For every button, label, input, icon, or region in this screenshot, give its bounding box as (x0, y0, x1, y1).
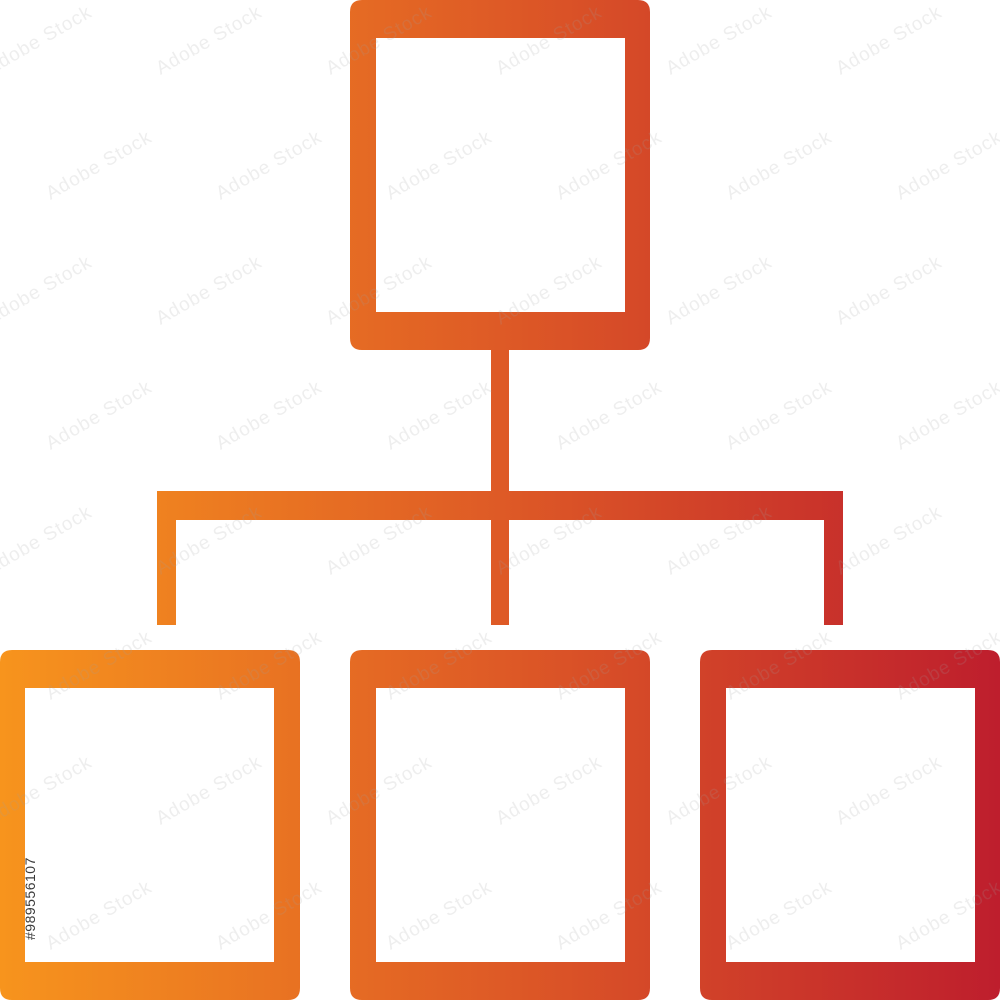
connector-drop-left (157, 491, 176, 625)
child-node-center (350, 650, 650, 1000)
connector-crossbar (157, 491, 843, 520)
connector-lines (157, 350, 843, 625)
stock-id-label: #989556107 (22, 857, 38, 940)
child-node-right (700, 650, 1000, 1000)
connector-drop-right (824, 491, 843, 625)
root-node (350, 0, 650, 350)
connector-trunk (491, 350, 509, 625)
child-node-left (0, 650, 300, 1000)
